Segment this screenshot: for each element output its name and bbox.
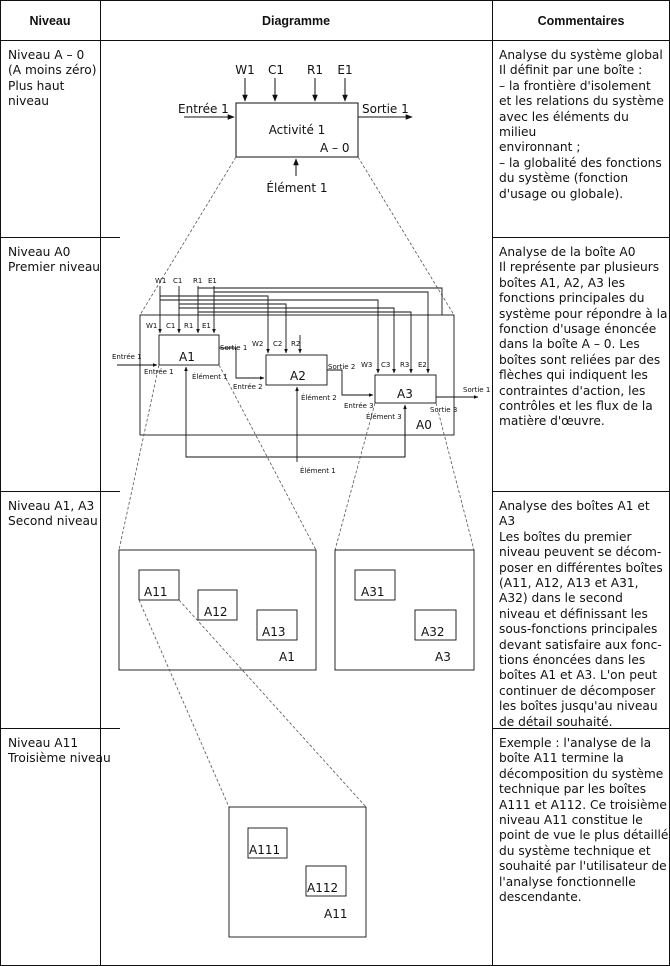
commentaire-cell-3: Analyse des boîtes A1 et A3 Les boîtes d… <box>499 499 663 729</box>
box-a13 <box>256 609 298 641</box>
niveau-cell-1: Niveau A – 0 (A moins zéro) Plus haut ni… <box>8 48 97 109</box>
box-a11 <box>138 569 180 601</box>
mechanism-label: Élément 1 <box>266 180 327 195</box>
box-id-label: A – 0 <box>320 141 349 155</box>
a0-element-1-a1: Élément 1 <box>192 372 228 381</box>
input-label: Entrée 1 <box>178 102 229 116</box>
niveau-cell-2: Niveau A0 Premier niveau <box>8 245 101 275</box>
commentaire-cell-1: Analyse du système global Il définit par… <box>499 48 664 201</box>
a1-control-r1: R1 <box>184 322 193 330</box>
activity-label: Activité 1 <box>269 123 326 137</box>
frame-a0-label: A0 <box>416 418 432 432</box>
a3-control-r3: R3 <box>400 361 409 369</box>
zoom-connectors-2 <box>118 364 475 551</box>
niveau-cell-4: Niveau A11 Troisième niveau <box>8 736 111 766</box>
header-commentaires: Commentaires <box>537 14 625 28</box>
control-label-e1: E1 <box>337 63 352 77</box>
a2-control-w2: W2 <box>252 340 263 348</box>
a0-element-1-bottom: Élément 1 <box>300 466 336 475</box>
box-a2-label: A2 <box>290 369 306 383</box>
a0-sortie-1-a1: Sortie 1 <box>220 344 247 352</box>
frame-a3-label: A3 <box>435 650 451 664</box>
output-label: Sortie 1 <box>362 102 409 116</box>
a0-entree-3: Entrée 3 <box>344 402 374 410</box>
commentaire-cell-2: Analyse de la boîte A0 Il représente par… <box>499 245 668 429</box>
box-a11-label: A11 <box>144 585 167 599</box>
diagram-a0 <box>117 286 479 462</box>
a0-entree-1-outer: Entrée 1 <box>112 353 142 361</box>
header-niveau: Niveau <box>29 14 71 28</box>
box-a1 <box>158 334 220 366</box>
header-diagramme: Diagramme <box>261 14 331 28</box>
a2-control-r2: R2 <box>291 340 300 348</box>
box-a112-label: A112 <box>307 881 338 895</box>
box-a31-label: A31 <box>361 585 384 599</box>
box-a32 <box>414 609 457 641</box>
zoom-connectors-3 <box>138 599 367 808</box>
box-a3-label: A3 <box>397 387 413 401</box>
frame-a1 <box>118 549 317 671</box>
frame-a11-label: A11 <box>324 907 347 921</box>
box-a112 <box>305 865 347 897</box>
a0-top-label-e1: E1 <box>208 277 217 285</box>
a0-sortie-1-out: Sortie 1 <box>463 386 490 394</box>
a0-sortie-3: Sortie 3 <box>430 406 457 414</box>
a1-control-e1: E1 <box>202 322 211 330</box>
box-a3 <box>374 374 437 404</box>
box-a32-label: A32 <box>421 625 444 639</box>
box-a12-label: A12 <box>204 605 227 619</box>
frame-a1-label: A1 <box>279 650 295 664</box>
a3-control-c3: C3 <box>381 361 390 369</box>
box-a12 <box>197 589 238 621</box>
a0-top-label-r1: R1 <box>193 277 202 285</box>
box-a1-label: A1 <box>179 350 195 364</box>
a3-control-e2: E2 <box>418 361 427 369</box>
a0-top-label-c1: C1 <box>173 277 182 285</box>
diagram-a-minus-0 <box>184 78 413 176</box>
a3-control-w3: W3 <box>361 361 372 369</box>
frame-a11 <box>228 806 367 938</box>
a0-entree-1-inner: Entrée 1 <box>144 368 174 376</box>
zoom-connectors-1 <box>139 156 455 316</box>
box-a111-label: A111 <box>249 843 280 857</box>
a2-control-c2: C2 <box>273 340 282 348</box>
box-a111 <box>247 827 288 859</box>
diagram-level-3 <box>228 806 367 938</box>
control-label-r1: R1 <box>307 63 323 77</box>
niveau-cell-3: Niveau A1, A3 Second niveau <box>8 499 98 529</box>
diagram-level-2 <box>118 549 475 671</box>
a1-control-w1: W1 <box>146 322 157 330</box>
control-label-w1: W1 <box>235 63 255 77</box>
a0-sortie-2: Sortie 2 <box>328 363 355 371</box>
a0-element-3: Élément 3 <box>366 412 402 421</box>
a0-top-label-w1: W1 <box>155 277 166 285</box>
activity-box <box>235 102 359 158</box>
a1-control-c1: C1 <box>166 322 175 330</box>
commentaire-cell-4: Exemple : l'analyse de la boîte A11 term… <box>499 736 669 905</box>
box-a13-label: A13 <box>262 625 285 639</box>
frame-a3 <box>334 549 475 671</box>
control-label-c1: C1 <box>268 63 284 77</box>
box-a31 <box>354 569 396 601</box>
a0-element-2: Élément 2 <box>301 393 337 402</box>
a0-entree-2: Entrée 2 <box>233 383 263 391</box>
